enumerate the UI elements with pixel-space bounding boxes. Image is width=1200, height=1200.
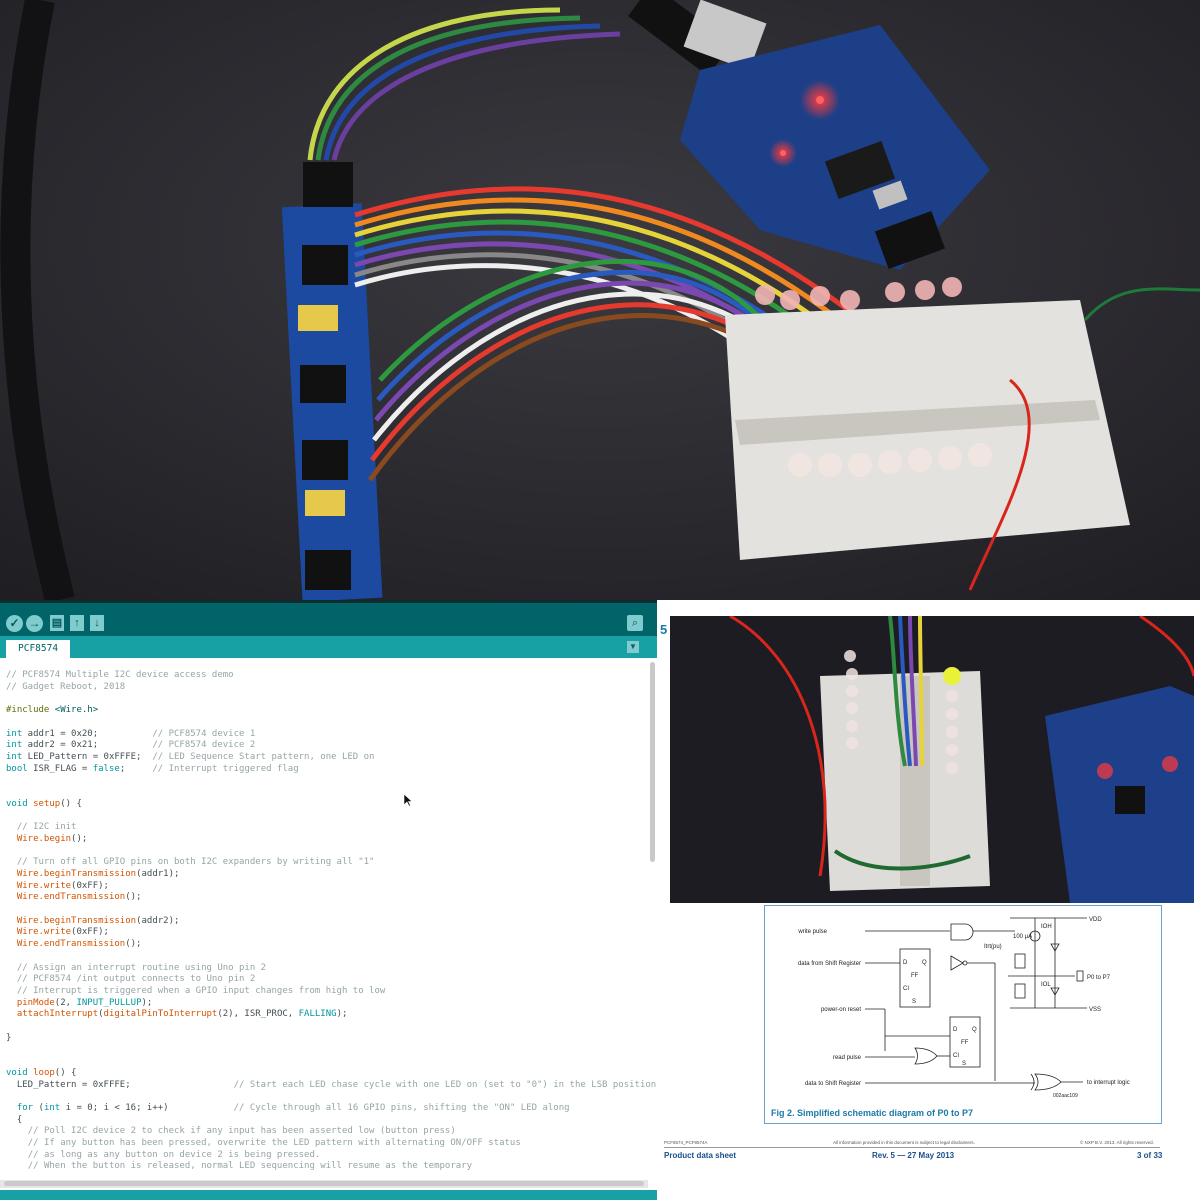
footer-doc-id: PCF8574_PCF8574A: [664, 1140, 708, 1145]
figure-caption: Fig 2. Simplified schematic diagram of P…: [771, 1108, 974, 1118]
arrow-up-icon: ↑: [74, 617, 80, 629]
code-line: attachInterrupt(digitalPinToInterrupt(2)…: [16, 1009, 348, 1020]
label-code: 002aac109: [1053, 1093, 1078, 1099]
code-line: pinMode(2, INPUT_PULLUP);: [16, 997, 153, 1008]
footer-doc-type: Product data sheet: [664, 1151, 737, 1160]
horizontal-scrollbar[interactable]: [4, 1181, 644, 1186]
code-line: bool ISR_FLAG = false; // Interrupt trig…: [6, 763, 299, 774]
schematic-labels: write pulse data from Shift Register pow…: [797, 917, 1129, 1099]
section-number: 5: [660, 622, 668, 637]
code-line: // If any button has been pressed, overw…: [27, 1138, 521, 1148]
footer-page: 3 of 33: [1137, 1151, 1163, 1160]
code-line: // Gadget Reboot, 2018: [6, 681, 126, 692]
code-line: // I2C init: [16, 822, 77, 833]
label-s2: S: [962, 1061, 966, 1067]
label-to-interrupt: to interrupt logic: [1087, 1080, 1130, 1086]
code-line: Wire.write(0xFF);: [16, 927, 109, 938]
code-line: Wire.endTransmission();: [16, 939, 142, 950]
verify-button[interactable]: ✓: [6, 615, 23, 632]
code-line: // as long as any button on device 2 is …: [27, 1149, 321, 1160]
label-ff2: FF: [961, 1040, 969, 1046]
mouse-cursor-icon: [403, 793, 413, 807]
code-editor[interactable]: // PCF8574 Multiple I2C device access de…: [0, 658, 656, 1180]
label-p0-p7: P0 to P7: [1087, 975, 1111, 981]
breadboard-photo-graphic: [0, 0, 1200, 600]
footer-copyright: © NXP B.V. 2013. All rights reserved.: [1080, 1140, 1154, 1145]
code-line: int addr1 = 0x20; // PCF8574 device 1: [6, 728, 256, 739]
code-line: // Turn off all GPIO pins on both I2C ex…: [16, 857, 375, 868]
schematic-figure: write pulse data from Shift Register pow…: [764, 905, 1162, 1124]
code-line: }: [6, 1032, 12, 1043]
code-line: void loop() {: [6, 1067, 77, 1078]
label-ioh: IOH: [1041, 924, 1052, 930]
arduino-ide-window: ✓ → ▤ ↑ ↓ ⌕ PCF8574 ▼ // PCF8574 Multipl…: [0, 600, 657, 1200]
label-d1: D: [903, 960, 908, 966]
label-100ua: 100 µA: [1013, 934, 1032, 940]
label-q1: Q: [922, 960, 927, 966]
upload-button[interactable]: →: [26, 615, 43, 632]
footer-divider: [664, 1147, 1160, 1148]
label-write-pulse: write pulse: [797, 929, 827, 935]
label-iol: IOL: [1041, 982, 1051, 988]
arrow-down-icon: ↓: [94, 617, 100, 629]
label-ci1: CI: [903, 986, 909, 992]
code-line: {: [6, 1114, 23, 1125]
ide-toolbar: ✓ → ▤ ↑ ↓ ⌕: [0, 600, 657, 636]
footer-revision: Rev. 5 — 27 May 2013: [872, 1151, 955, 1160]
label-ff1: FF: [911, 973, 919, 979]
code-line: LED_Pattern = 0xFFFE; // Start each LED …: [6, 1079, 657, 1090]
tab-sketch[interactable]: PCF8574: [6, 640, 71, 658]
code-line: for (int i = 0; i < 16; i++) // Cycle th…: [16, 1102, 570, 1113]
code-line: // Poll I2C device 2 to check if any inp…: [27, 1126, 456, 1137]
code-line: // Assign an interrupt routine using Uno…: [16, 962, 267, 973]
tab-menu-button[interactable]: ▼: [627, 641, 639, 653]
code-line: Wire.beginTransmission(addr1);: [16, 868, 180, 879]
label-ci2: CI: [953, 1053, 959, 1059]
save-button[interactable]: ↓: [90, 615, 104, 631]
breadboard-photo-2: [670, 614, 1196, 903]
code-line: void setup() {: [6, 798, 82, 809]
serial-monitor-button[interactable]: ⌕: [627, 615, 643, 631]
code-line: // When the button is released, normal L…: [27, 1161, 473, 1172]
check-icon: ✓: [9, 616, 20, 630]
breadboard-photo-2-graphic: [670, 614, 1196, 903]
code-line: Wire.beginTransmission(addr2);: [16, 915, 180, 926]
chevron-down-icon: ▼: [629, 642, 637, 651]
label-s1: S: [912, 999, 916, 1005]
datasheet-panel: 5: [657, 600, 1200, 1200]
sketch-tab-bar: PCF8574 ▼: [0, 636, 657, 658]
arrow-right-icon: →: [28, 616, 41, 630]
label-vdd: VDD: [1089, 917, 1102, 923]
status-bar: [0, 1190, 657, 1200]
code-line: // PCF8574 /int output connects to Uno p…: [16, 974, 256, 985]
label-q2: Q: [972, 1027, 977, 1033]
new-button[interactable]: ▤: [50, 615, 64, 631]
label-vss: VSS: [1089, 1007, 1101, 1013]
magnifier-icon: ⌕: [631, 617, 639, 629]
label-itrt: Itrt(pu): [984, 944, 1002, 950]
label-data-to-shift: data to Shift Register: [805, 1081, 861, 1087]
footer-disclaimer: All information provided in this documen…: [833, 1140, 975, 1145]
code-line: // Interrupt is triggered when a GPIO in…: [16, 985, 386, 996]
code-line: int addr2 = 0x21; // PCF8574 device 2: [6, 740, 256, 751]
vertical-scrollbar[interactable]: [650, 662, 655, 862]
code-line: // PCF8574 Multiple I2C device access de…: [6, 670, 234, 680]
code-line: Wire.endTransmission();: [16, 892, 142, 903]
code-line: #include <Wire.h>: [6, 705, 99, 716]
label-power-on-reset: power-on reset: [821, 1007, 861, 1013]
code-line: int LED_Pattern = 0xFFFE; // LED Sequenc…: [6, 751, 375, 762]
file-icon: ▤: [51, 617, 63, 629]
label-data-from-shift: data from Shift Register: [798, 961, 861, 967]
label-d2: D: [953, 1027, 958, 1033]
hardware-photo: [0, 0, 1200, 600]
code-line: Wire.write(0xFF);: [16, 880, 109, 891]
label-read-pulse: read pulse: [833, 1055, 862, 1061]
open-button[interactable]: ↑: [70, 615, 84, 631]
code-line: Wire.begin();: [16, 833, 88, 844]
schematic-diagram: write pulse data from Shift Register pow…: [797, 917, 1129, 1099]
